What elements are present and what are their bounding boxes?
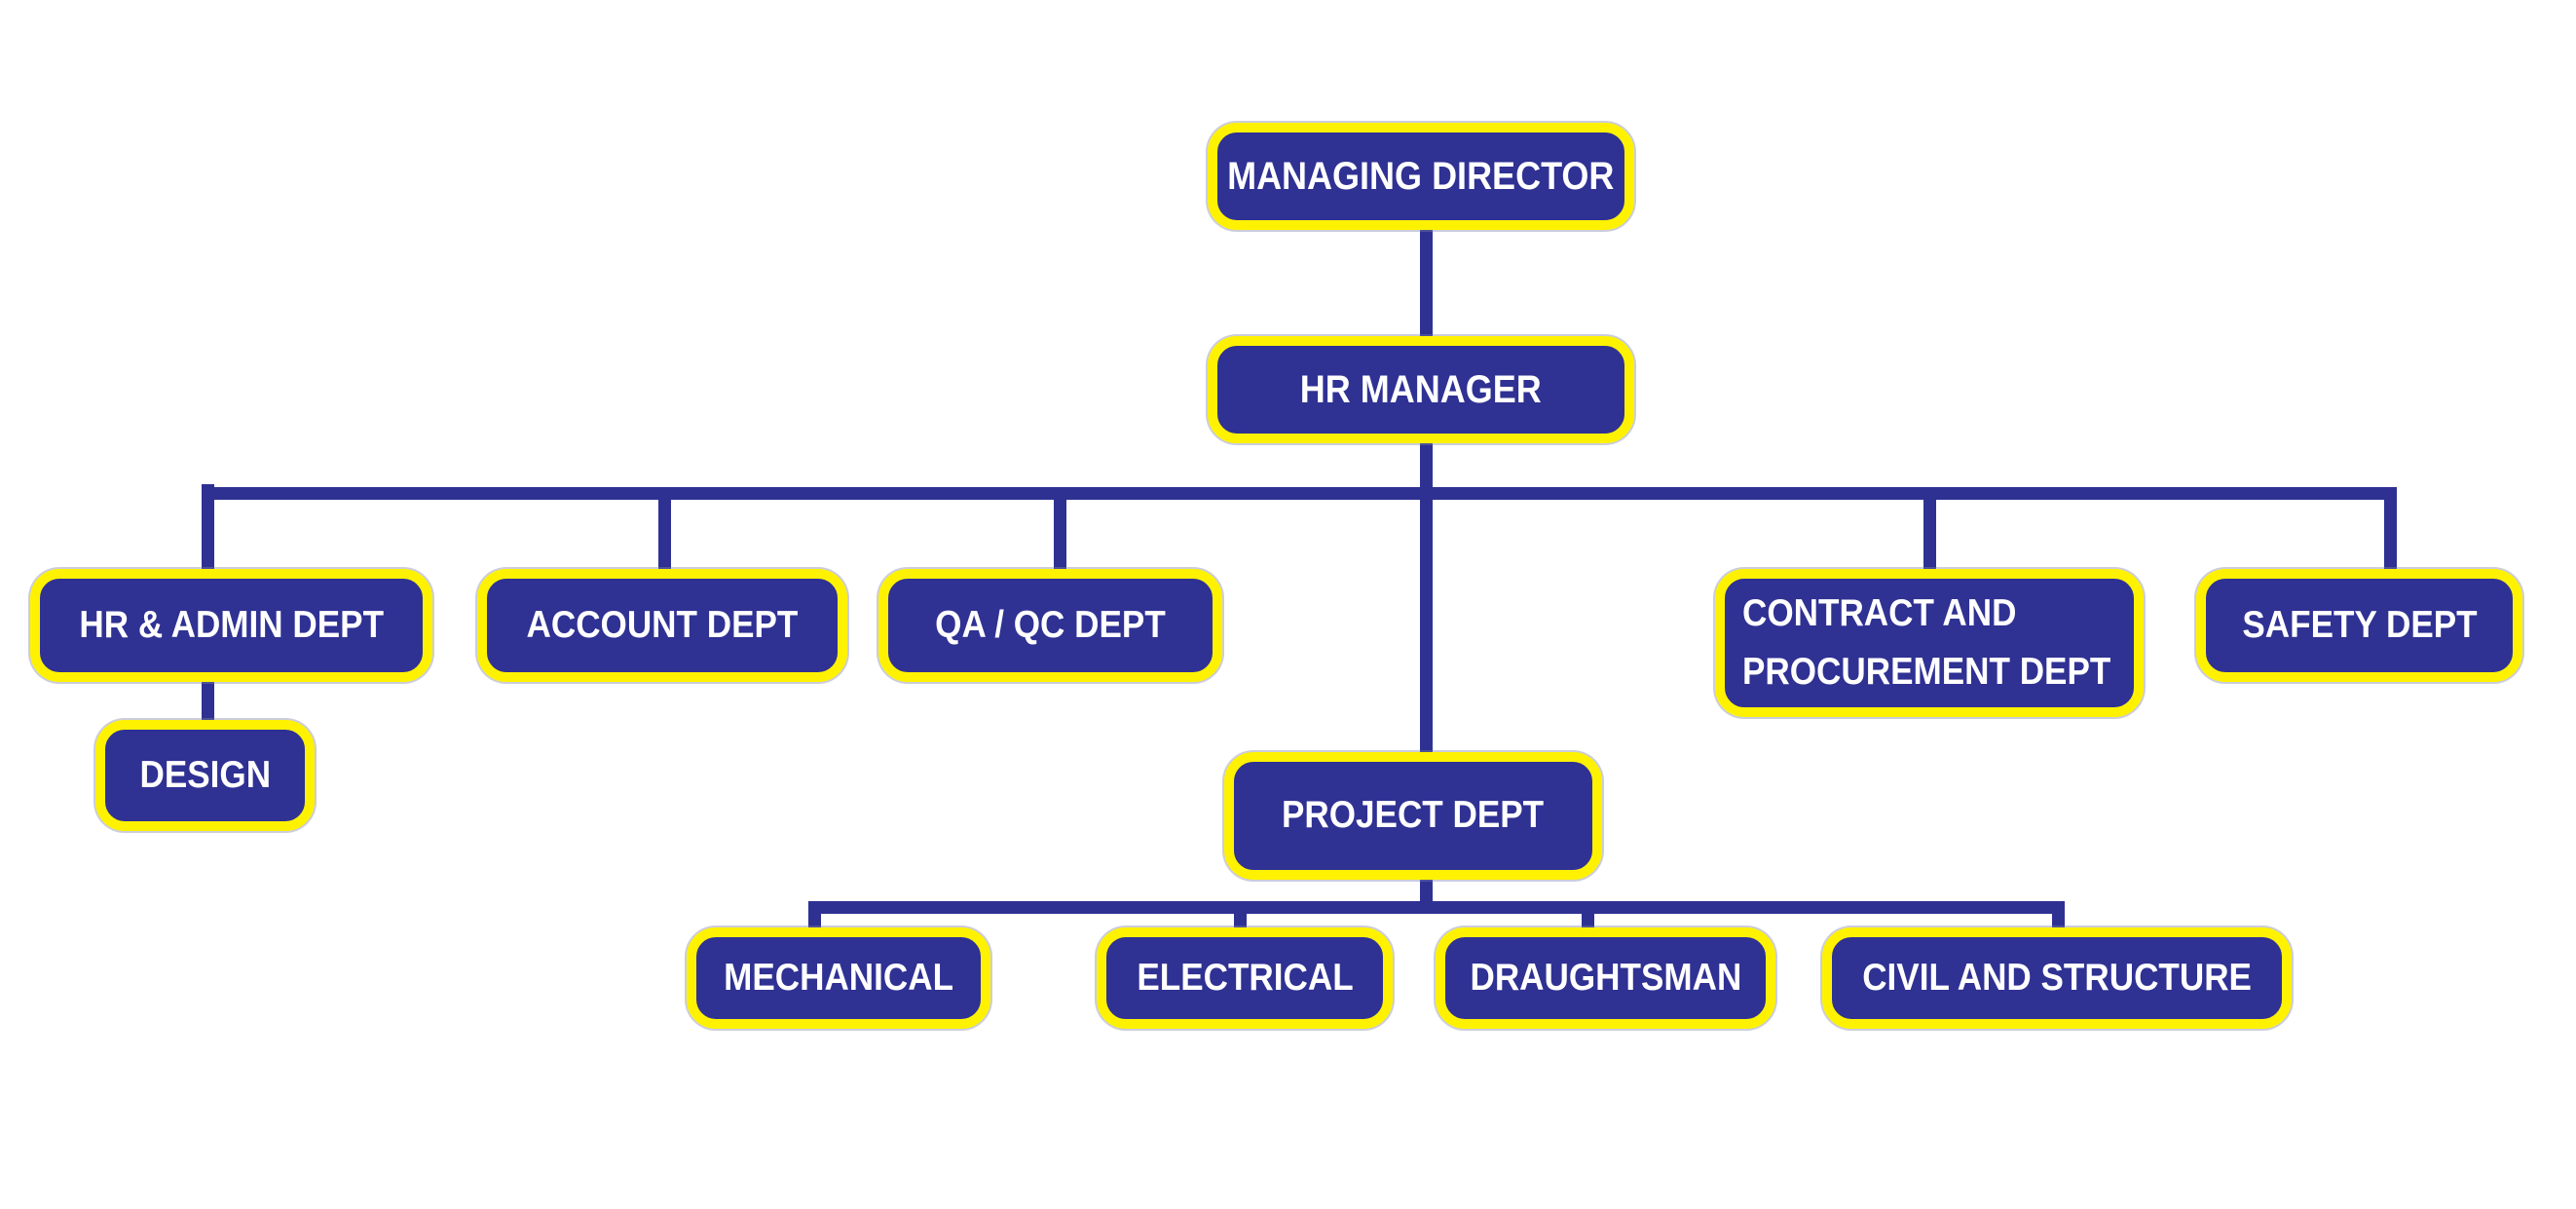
node-managing-director: MANAGING DIRECTOR (1208, 123, 1634, 230)
node-draughtsman: DRAUGHTSMAN (1436, 927, 1775, 1029)
connector-drop-electrical (1234, 914, 1247, 928)
node-design: DESIGN (95, 720, 315, 831)
node-hr-manager: HR MANAGER (1208, 336, 1634, 443)
connector-project-sub-rail (808, 901, 2065, 914)
connector-drop-contract-dept (1923, 500, 1936, 570)
node-label-line1: CONTRACT AND (1742, 592, 2017, 634)
connector-drop-hr-admin-dept (202, 484, 214, 569)
node-label: PROJECT DEPT (1282, 794, 1545, 837)
connector-drop-account-dept (658, 500, 671, 569)
node-label: HR & ADMIN DEPT (79, 603, 384, 646)
connector-project-stub (1420, 880, 1433, 901)
node-label: DESIGN (139, 753, 271, 796)
connector-drop-mechanical (808, 901, 821, 927)
node-label: DRAUGHTSMAN (1470, 956, 1741, 999)
node-label: QA / QC DEPT (935, 603, 1166, 646)
connector-drop-safety-dept (2384, 487, 2397, 569)
node-qa-qc-dept: QA / QC DEPT (878, 569, 1222, 682)
node-label: CIVIL AND STRUCTURE (1862, 956, 2252, 999)
node-label: MANAGING DIRECTOR (1227, 155, 1615, 198)
node-label: HR MANAGER (1299, 368, 1542, 411)
connector-md-to-hr (1420, 230, 1433, 336)
node-hr-admin-dept: HR & ADMIN DEPT (30, 569, 432, 682)
node-civil-and-structure: CIVIL AND STRUCTURE (1822, 927, 2292, 1029)
node-label: ELECTRICAL (1136, 956, 1354, 999)
connector-drop-draughtsman (1582, 914, 1594, 928)
node-project-dept: PROJECT DEPT (1224, 752, 1602, 880)
node-mechanical: MECHANICAL (687, 927, 990, 1029)
node-electrical: ELECTRICAL (1097, 927, 1393, 1029)
node-label-line2: PROCUREMENT DEPT (1742, 651, 2111, 693)
node-account-dept: ACCOUNT DEPT (477, 569, 847, 682)
node-safety-dept: SAFETY DEPT (2196, 569, 2522, 682)
connector-hr-to-project (1420, 443, 1433, 752)
node-contract-and-procurement-dept: CONTRACT AND PROCUREMENT DEPT (1715, 569, 2144, 717)
connector-drop-civil-structure (2052, 901, 2065, 927)
connector-drop-qa-qc-dept (1054, 500, 1066, 569)
node-label: MECHANICAL (724, 956, 953, 999)
node-label: SAFETY DEPT (2241, 603, 2478, 646)
connector-main-rail (202, 487, 2397, 500)
node-label: ACCOUNT DEPT (526, 603, 799, 646)
connector-hr-admin-to-design (202, 681, 214, 720)
